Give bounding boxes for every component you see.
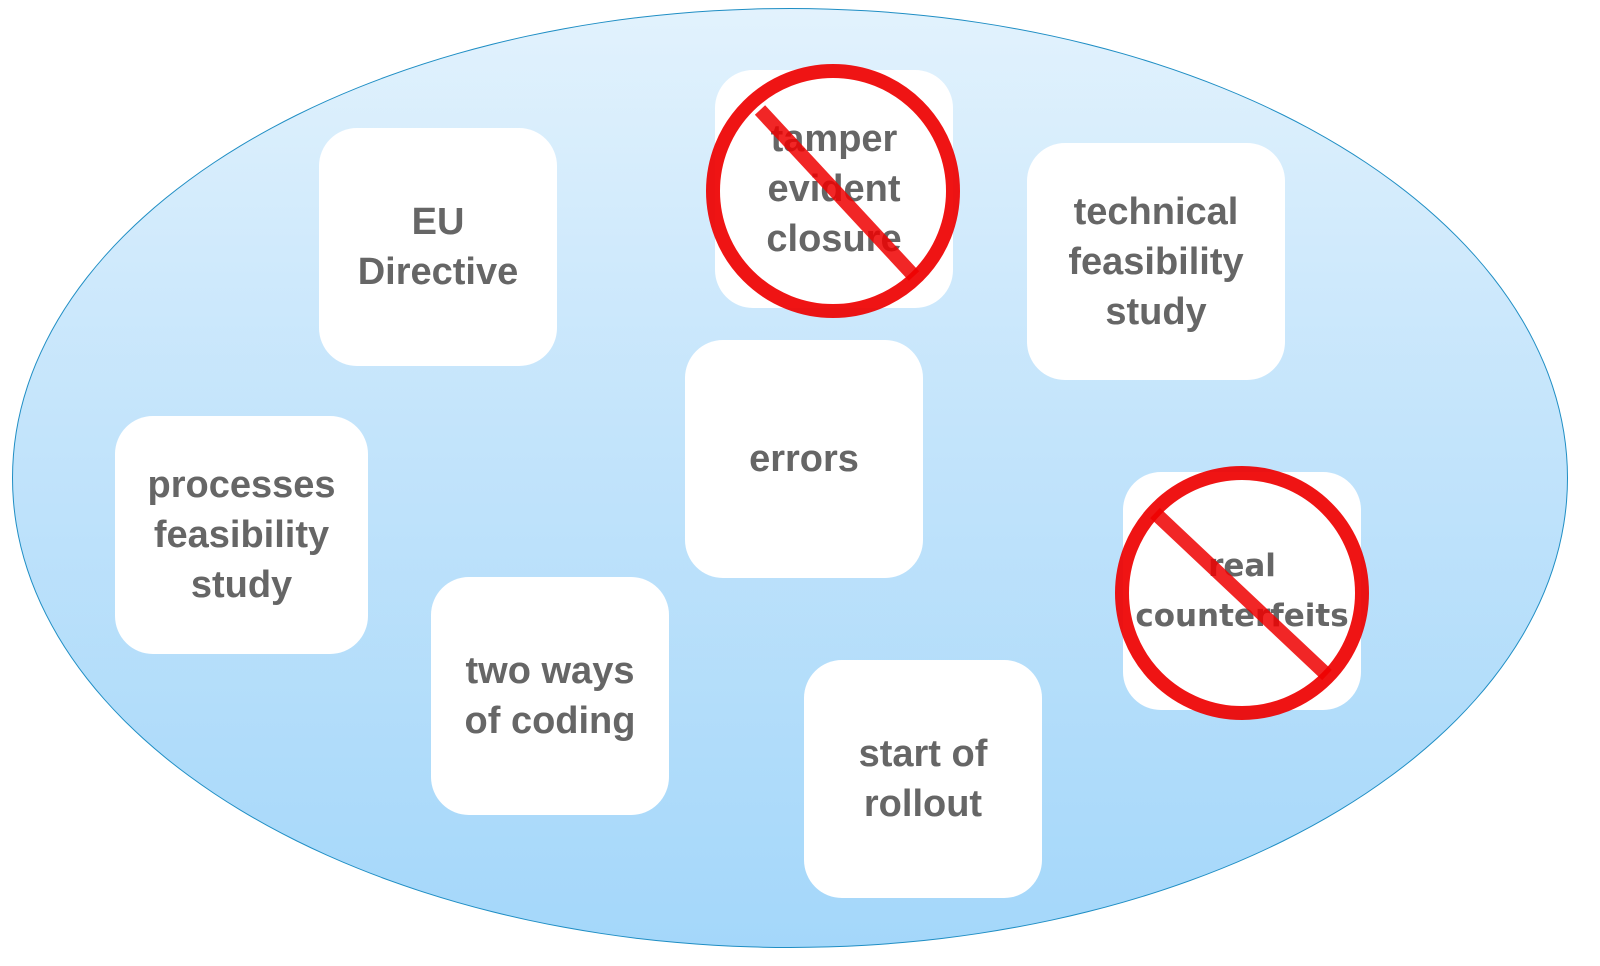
card-label: processes feasibility study bbox=[147, 464, 336, 606]
card-label: tamper evident closure bbox=[766, 118, 902, 260]
card-processes-feasibility-study: processes feasibility study bbox=[115, 416, 368, 654]
card-two-ways-of-coding: two ways of coding bbox=[431, 577, 669, 815]
card-label: start of rollout bbox=[858, 733, 988, 825]
card-errors: errors bbox=[685, 340, 923, 578]
card-label: EU Directive bbox=[357, 201, 519, 293]
card-technical-feasibility-study: technical feasibility study bbox=[1027, 143, 1285, 380]
card-start-of-rollout: start of rollout bbox=[804, 660, 1042, 898]
card-tamper-evident-closure: tamper evident closure bbox=[715, 70, 953, 308]
card-label: two ways of coding bbox=[464, 650, 636, 742]
card-label: real counterfeits bbox=[1135, 548, 1349, 634]
card-label: errors bbox=[749, 438, 859, 480]
card-eu-directive: EU Directive bbox=[319, 128, 557, 366]
card-real-counterfeits: real counterfeits bbox=[1123, 472, 1361, 710]
card-label: technical feasibility study bbox=[1068, 190, 1244, 333]
